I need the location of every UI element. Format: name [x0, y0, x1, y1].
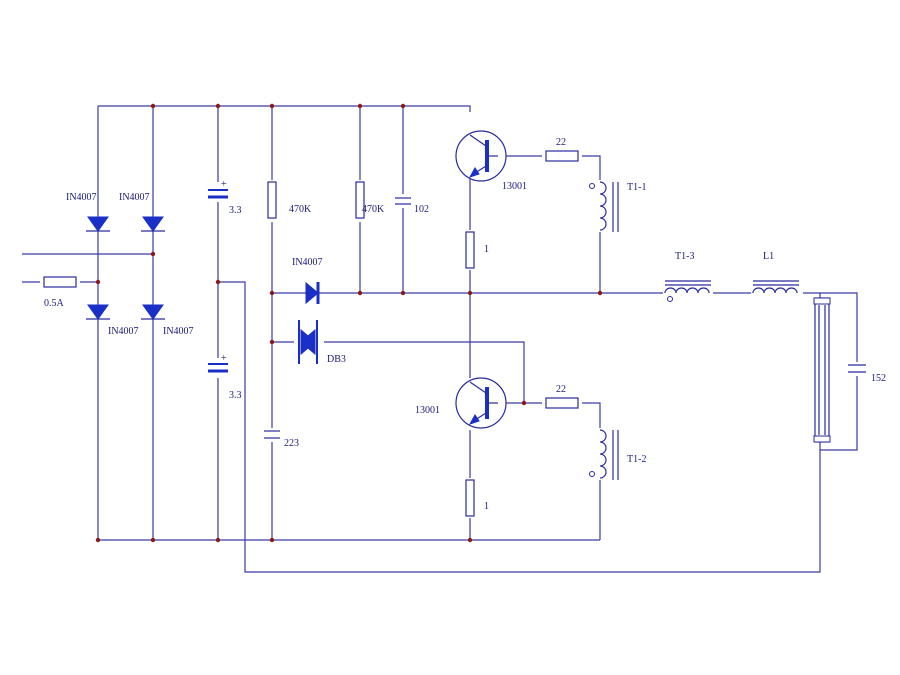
- db3-wire: [272, 341, 525, 403]
- bridge-diode-d2: [141, 216, 165, 232]
- label-l1: L1: [763, 251, 774, 262]
- label-c102: 102: [414, 204, 429, 215]
- q1-base-wire: [498, 155, 601, 293]
- label-d4: IN4007: [163, 326, 194, 337]
- label-r2: 470K: [362, 204, 385, 215]
- transformer-t1-1: [589, 181, 619, 232]
- resistor-470k-2: [355, 181, 365, 219]
- fuse: [43, 276, 77, 288]
- label-d2: IN4007: [119, 192, 150, 203]
- label-re1: 1: [484, 244, 489, 255]
- label-c223: 223: [284, 438, 299, 449]
- label-c152: 152: [871, 373, 886, 384]
- label-db3: DB3: [327, 354, 346, 365]
- label-d5: IN4007: [292, 257, 323, 268]
- diac-db3: [294, 318, 324, 366]
- label-d3: IN4007: [108, 326, 139, 337]
- transformer-t1-3: [663, 280, 713, 302]
- fluorescent-lamp: [813, 297, 831, 443]
- resistor-1-top: [465, 231, 475, 269]
- label-cap-top: 3.3: [229, 205, 242, 216]
- wires: [22, 105, 858, 573]
- label-q1: 13001: [502, 181, 527, 192]
- label-cap-bottom: 3.3: [229, 390, 242, 401]
- q2-base-wire: [498, 402, 601, 540]
- capacitor-102: [395, 197, 411, 205]
- label-rb2: 22: [556, 384, 566, 395]
- transistor-q2: [455, 377, 507, 429]
- filter-capacitor-top: +: [208, 179, 228, 199]
- label-q2: 13001: [415, 405, 440, 416]
- label-r1: 470K: [289, 204, 312, 215]
- label-rb1: 22: [556, 137, 566, 148]
- top-rail: [98, 105, 471, 112]
- label-t1-1: T1-1: [627, 182, 646, 193]
- svg-text:+: +: [221, 179, 227, 190]
- diode-in4007-trigger: [305, 281, 320, 305]
- component-labels: IN4007 IN4007 IN4007 IN4007 0.5A 3.3 3.3…: [44, 137, 886, 512]
- resistor-470k-1: [267, 181, 277, 219]
- resistor-1-bottom: [465, 479, 475, 517]
- transistor-q1: [455, 130, 507, 182]
- svg-text:+: +: [221, 353, 227, 364]
- label-d1: IN4007: [66, 192, 97, 203]
- transformer-t1-2: [589, 429, 619, 480]
- label-fuse: 0.5A: [44, 298, 65, 309]
- label-t1-2: T1-2: [627, 454, 646, 465]
- capacitor-152: [848, 364, 866, 373]
- inductor-l1: [751, 280, 803, 298]
- junction-dots: [95, 103, 603, 543]
- bridge-diode-d3: [86, 304, 110, 320]
- bridge-diode-d1: [86, 216, 110, 232]
- resistor-22-bottom: [545, 397, 579, 409]
- bridge-diode-d4: [141, 304, 165, 320]
- filter-capacitor-bottom: +: [208, 353, 228, 373]
- lamp-return-wire: [218, 281, 821, 573]
- label-re2: 1: [484, 501, 489, 512]
- resistor-22-top: [545, 150, 579, 162]
- label-t1-3: T1-3: [675, 251, 694, 262]
- capacitor-223: [264, 430, 280, 439]
